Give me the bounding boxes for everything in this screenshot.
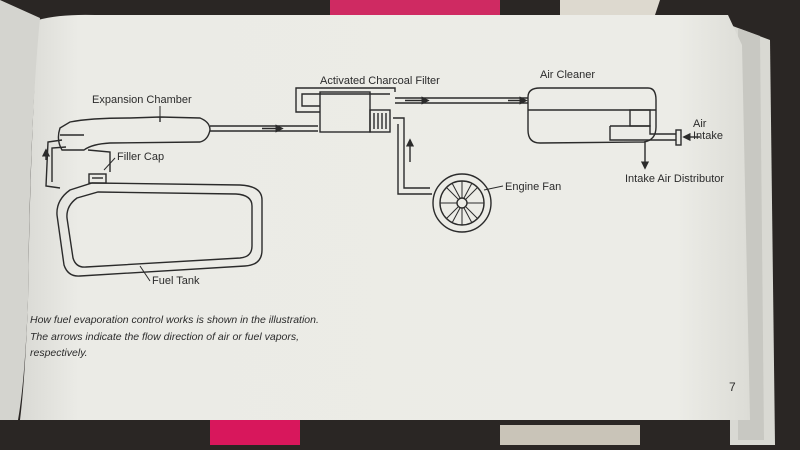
caption: How fuel evaporation control works is sh… <box>30 314 319 359</box>
air-cleaner-shape <box>527 87 657 144</box>
manual-page <box>20 14 750 420</box>
label-fuel-tank: Fuel Tank <box>152 275 200 287</box>
caption-line-3: respectively. <box>30 347 88 359</box>
label-expansion-chamber: Expansion Chamber <box>92 94 192 106</box>
engine-fan-shape <box>432 173 492 233</box>
label-filler-cap: Filler Cap <box>117 151 164 163</box>
page-number: 7 <box>729 380 736 394</box>
label-air-intake-line2: Intake <box>693 130 723 142</box>
label-activated-charcoal-filter: Activated Charcoal Filter <box>320 75 440 87</box>
label-air-intake-line1: Air <box>693 118 707 130</box>
magenta-book-bottom <box>210 420 300 445</box>
label-air-cleaner: Air Cleaner <box>540 69 595 81</box>
facing-page <box>0 0 40 420</box>
fuel-tank-shape <box>56 182 263 277</box>
label-intake-air-distributor: Intake Air Distributor <box>625 173 724 185</box>
filler-cap-shape <box>88 173 107 184</box>
caption-line-2: The arrows indicate the flow direction o… <box>30 331 299 343</box>
caption-line-1: How fuel evaporation control works is sh… <box>30 314 319 326</box>
evap-diagram <box>41 87 700 277</box>
label-engine-fan: Engine Fan <box>505 181 561 193</box>
diagram-labels: Expansion Chamber Activated Charcoal Fil… <box>92 69 724 287</box>
paper-scrap-bottom <box>500 425 640 445</box>
